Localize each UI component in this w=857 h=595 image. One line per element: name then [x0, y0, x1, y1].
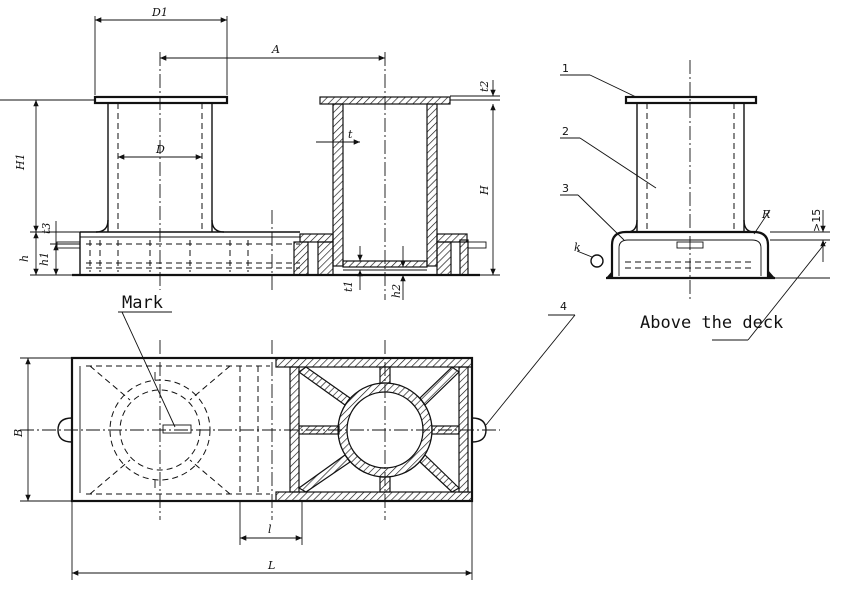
right-tube-wall-right [426, 103, 438, 267]
dim-D1: D1 [151, 6, 168, 19]
plan-mark-plate [162, 424, 192, 434]
plan-view: B L l Mark 4 [12, 293, 576, 580]
dim-t1: t1 [342, 281, 355, 292]
dim-A: A [271, 43, 280, 56]
dim-h: h [18, 255, 31, 262]
dim-L: L [267, 559, 275, 572]
front-elevation: D1 A D H1 H t t1 t2 t3 h1 h h2 [0, 6, 500, 300]
dim-h1: h1 [38, 252, 51, 266]
right-lug [467, 241, 487, 249]
callout-4: 4 [560, 300, 567, 313]
dim-h2: h2 [390, 284, 403, 298]
right-tube-wall-left [332, 103, 344, 267]
side-view: 1 2 3 k R >15 Above the deck [560, 60, 830, 341]
dim-k: k [574, 241, 581, 254]
plan-left-lug [57, 417, 73, 443]
left-lug [56, 241, 81, 249]
callout-3: 3 [562, 182, 569, 195]
dim-B: B [12, 429, 25, 438]
dim-gt15: >15 [810, 209, 823, 232]
dim-t3: t3 [40, 223, 53, 234]
callout-1: 1 [562, 62, 569, 75]
callout-2: 2 [562, 125, 569, 138]
above-deck-label: Above the deck [640, 313, 783, 333]
dim-t2: t2 [478, 81, 491, 92]
dim-R: R [761, 208, 770, 221]
left-cap-plate [93, 95, 229, 105]
dim-H: H [478, 185, 491, 196]
dim-H1: H1 [14, 153, 27, 171]
mark-label: Mark [122, 293, 163, 313]
k-circle [590, 254, 604, 268]
dim-l: l [268, 523, 272, 536]
dim-D: D [155, 143, 165, 156]
dim-t: t [348, 128, 353, 141]
